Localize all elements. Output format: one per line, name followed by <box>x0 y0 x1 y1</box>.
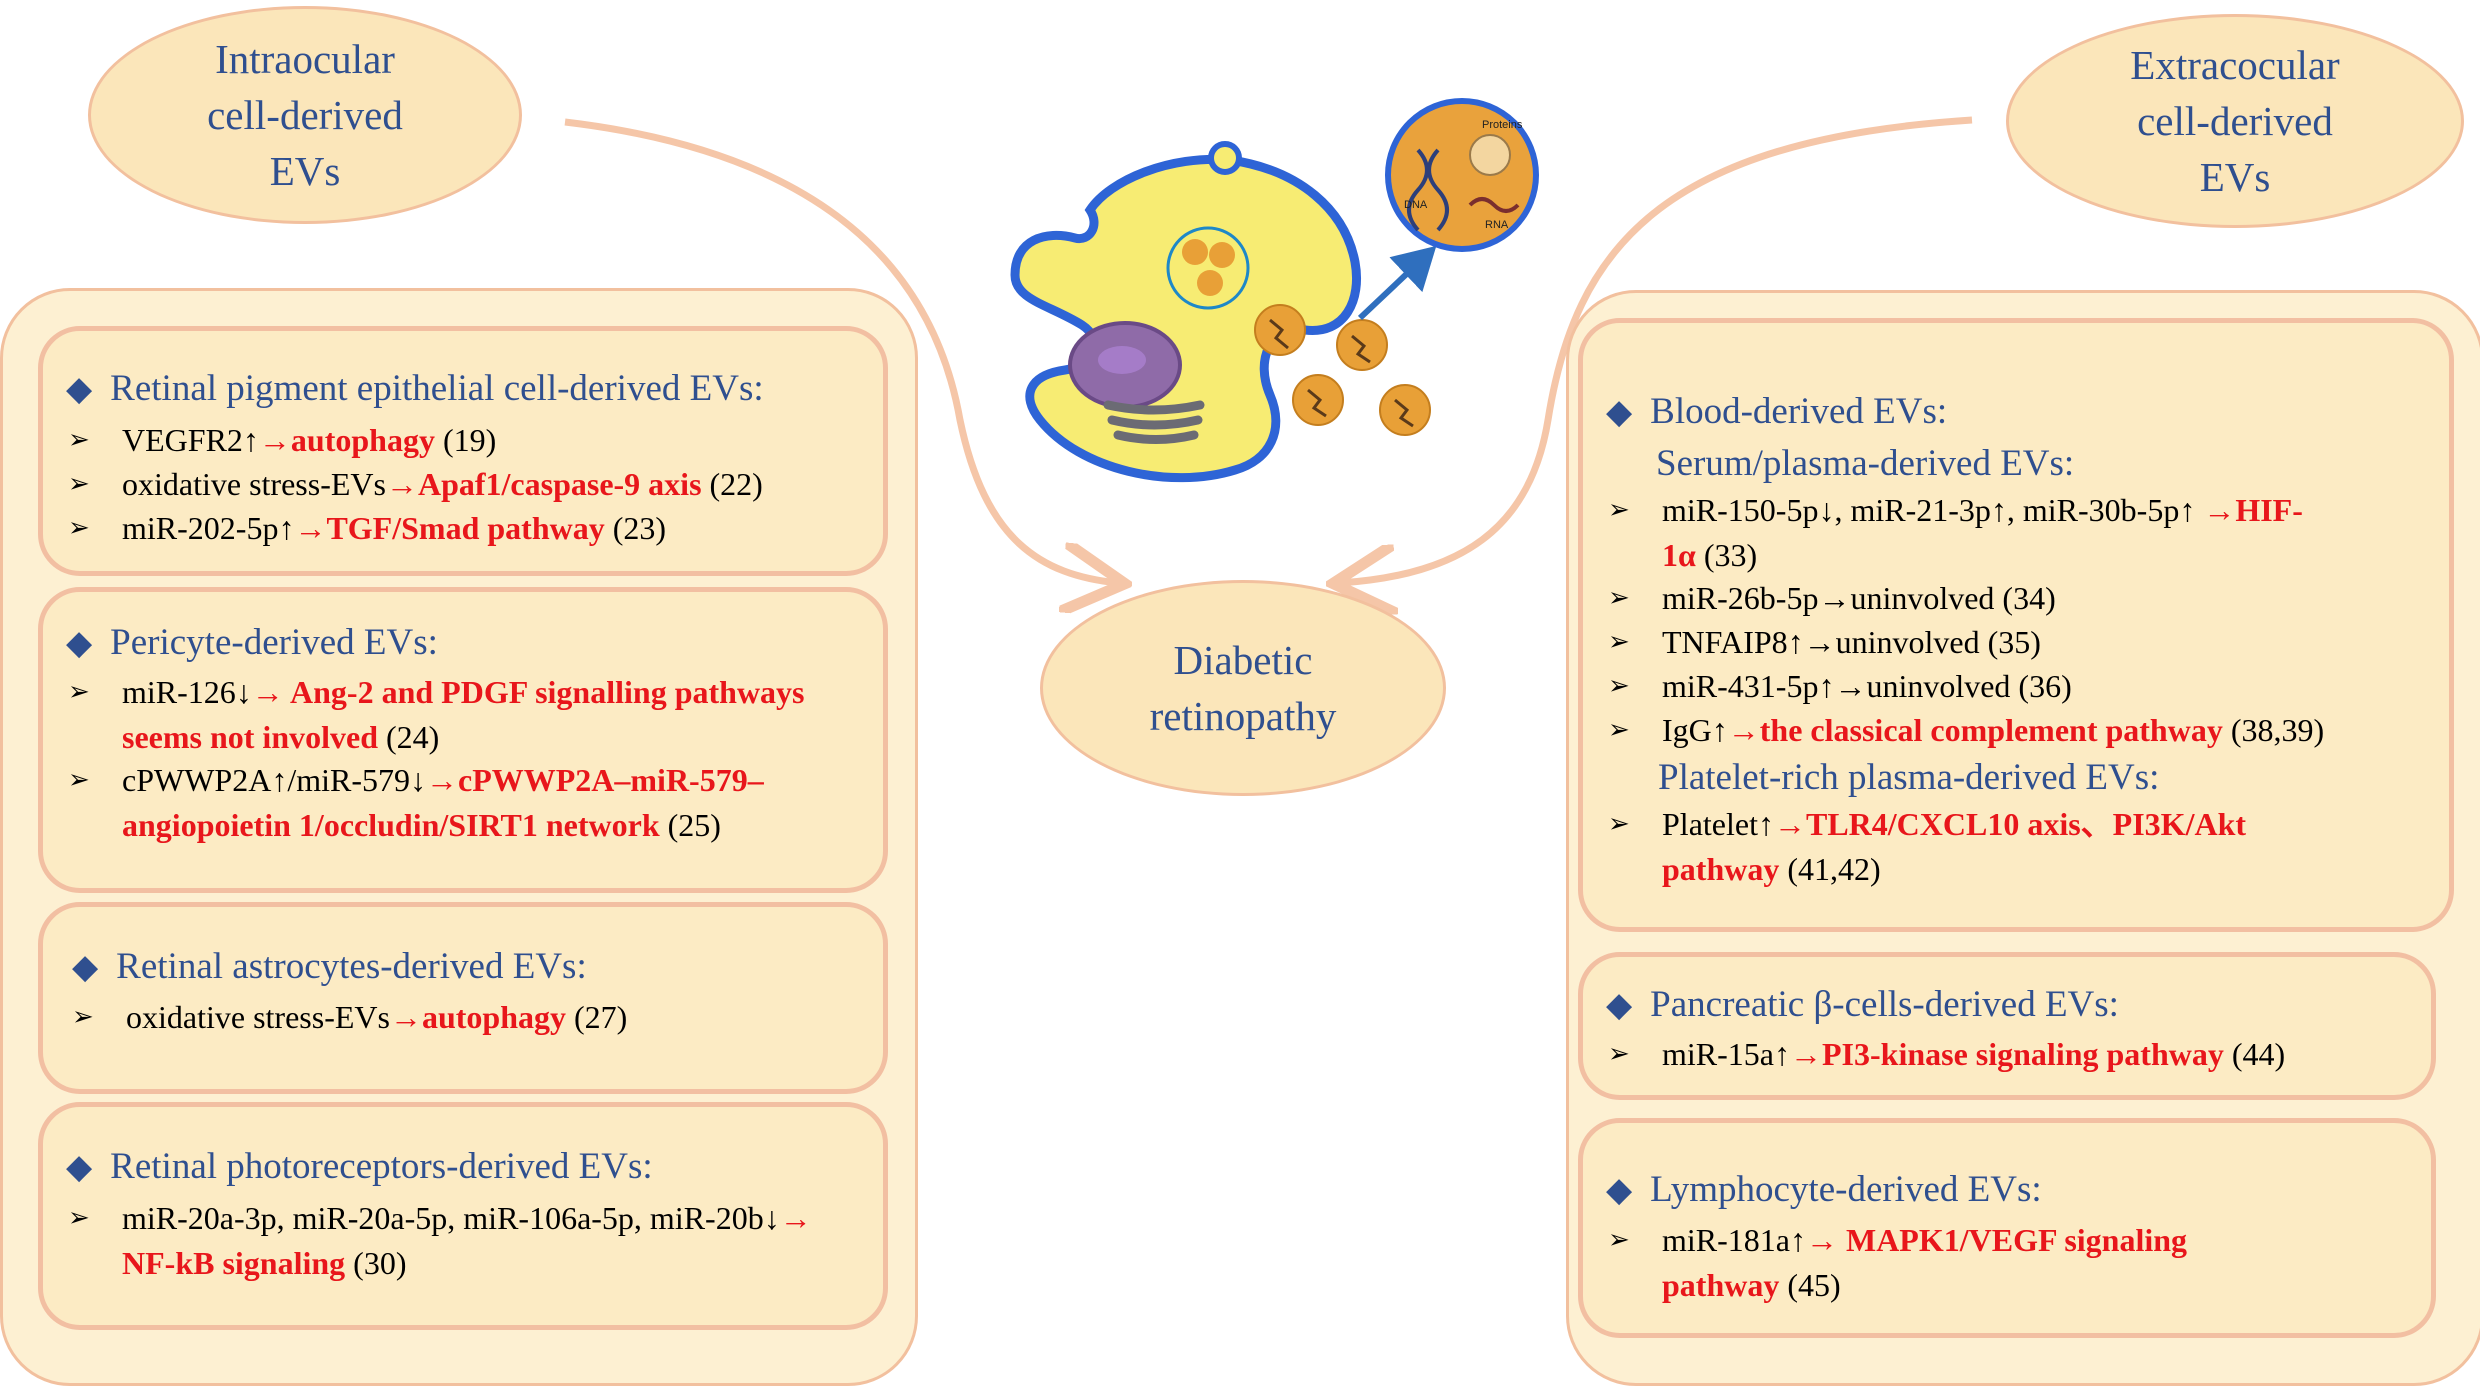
astrocyte-ev-box <box>38 902 888 1094</box>
arrowhead-bullet-icon: ➢ <box>68 513 90 543</box>
arrowhead-bullet-icon: ➢ <box>68 677 90 707</box>
photoreceptor-ev-heading: ◆Retinal photoreceptors-derived EVs: <box>66 1146 653 1187</box>
cell-bud <box>1208 141 1242 175</box>
diamond-bullet-icon: ◆ <box>72 949 99 986</box>
rna-strand-icon <box>1468 197 1520 213</box>
platelet-rich-plasma-subheading: Platelet-rich plasma-derived EVs: <box>1658 757 2160 798</box>
arrowhead-bullet-icon: ➢ <box>1608 671 1630 701</box>
arrowhead-bullet-icon: ➢ <box>1608 627 1630 657</box>
diamond-bullet-icon: ◆ <box>66 1149 93 1186</box>
list-item: ➢oxidative stress-EVs→Apaf1/caspase-9 ax… <box>68 462 763 507</box>
cargo-label-rna: RNA <box>1485 219 1509 231</box>
arrowhead-bullet-icon: ➢ <box>1608 715 1630 745</box>
diamond-bullet-icon: ◆ <box>1606 987 1633 1024</box>
list-item: ➢cPWWP2A↑/miR-579↓→cPWWP2A–miR-579–angio… <box>68 758 882 848</box>
arrowhead-bullet-icon: ➢ <box>68 765 90 795</box>
intraluminal-vesicle <box>1209 242 1235 268</box>
extraocular-title-ellipse: Extracocular cell-derived EVs <box>2006 14 2464 228</box>
blood-ev-box <box>1578 318 2454 932</box>
intraluminal-vesicle <box>1197 270 1223 296</box>
cell-body <box>1010 154 1361 483</box>
arrowhead-bullet-icon: ➢ <box>68 469 90 499</box>
golgi-apparatus <box>1103 400 1205 444</box>
list-item: ➢miR-181a↑→ MAPK1/VEGF signaling pathway… <box>1608 1218 2302 1308</box>
arrowhead-bullet-icon: ➢ <box>72 1002 94 1032</box>
arrowhead-bullet-icon: ➢ <box>1608 1039 1630 1069</box>
list-item: ➢IgG↑→the classical complement pathway (… <box>1608 708 2324 753</box>
cell-illustration <box>1010 98 1539 483</box>
list-item: ➢oxidative stress-EVs→autophagy (27) <box>72 995 627 1040</box>
vesicle-dna-squiggle <box>1269 318 1414 428</box>
diabetic-retinopathy-title: Diabetic retinopathy <box>1149 636 1337 739</box>
list-item: ➢miR-150-5p↓, miR-21-3p↑, miR-30b-5p↑ →H… <box>1608 488 2322 578</box>
arrowhead-bullet-icon: ➢ <box>1608 809 1630 839</box>
pancreatic-ev-heading: ◆Pancreatic β-cells-derived EVs: <box>1606 984 2119 1025</box>
arrowhead-bullet-icon: ➢ <box>68 1203 90 1233</box>
arrowhead-bullet-icon: ➢ <box>1608 1225 1630 1255</box>
list-item: ➢miR-26b-5p→uninvolved (34) <box>1608 576 2056 621</box>
blood-ev-heading: ◆Blood-derived EVs: <box>1606 391 1948 432</box>
list-item: ➢miR-20a-3p, miR-20a-5p, miR-106a-5p, mi… <box>68 1196 822 1286</box>
list-item: ➢miR-431-5p↑→uninvolved (36) <box>1608 664 2072 709</box>
lymphocyte-ev-box <box>1578 1118 2436 1338</box>
diamond-bullet-icon: ◆ <box>1606 1172 1633 1209</box>
lymphocyte-ev-heading: ◆Lymphocyte-derived EVs: <box>1606 1169 2042 1210</box>
arrowhead-bullet-icon: ➢ <box>68 425 90 455</box>
diabetic-retinopathy-ellipse: Diabetic retinopathy <box>1040 580 1446 796</box>
list-item: ➢TNFAIP8↑→uninvolved (35) <box>1608 620 2041 665</box>
right-connector-arrow <box>1340 116 1973 583</box>
diamond-bullet-icon: ◆ <box>1606 394 1633 431</box>
list-item: ➢miR-202-5p↑→TGF/Smad pathway (23) <box>68 506 666 551</box>
intraocular-title-ellipse: Intraocular cell-derived EVs <box>88 6 522 224</box>
list-item: ➢miR-15a↑→PI3-kinase signaling pathway (… <box>1608 1032 2285 1077</box>
intraluminal-vesicle <box>1182 239 1208 265</box>
left-connector-arrow <box>564 118 1118 583</box>
astrocyte-ev-heading: ◆Retinal astrocytes-derived EVs: <box>72 946 587 987</box>
release-arrow <box>1357 245 1437 321</box>
dna-helix-icon <box>1407 148 1449 232</box>
rpe-ev-heading: ◆Retinal pigment epithelial cell-derived… <box>66 368 764 409</box>
photoreceptor-ev-box <box>38 1102 888 1330</box>
cargo-label-dna: DNA <box>1404 199 1428 211</box>
rpe-ev-box <box>38 326 888 576</box>
pericyte-ev-box <box>38 587 888 893</box>
intraocular-title: Intraocular cell-derived EVs <box>207 35 403 195</box>
list-item: ➢VEGFR2↑→autophagy (19) <box>68 418 496 463</box>
extraocular-title: Extracocular cell-derived EVs <box>2130 41 2340 201</box>
pancreatic-ev-box <box>1578 952 2436 1100</box>
diamond-bullet-icon: ◆ <box>66 625 93 662</box>
arrowhead-bullet-icon: ➢ <box>1608 495 1630 525</box>
cargo-label-proteins: Proteins <box>1482 119 1523 131</box>
nucleolus <box>1098 346 1146 374</box>
list-item: ➢miR-126↓→ Ang-2 and PDGF signalling pat… <box>68 670 822 760</box>
multivesicular-body <box>1166 226 1250 310</box>
pericyte-ev-heading: ◆Pericyte-derived EVs: <box>66 622 438 663</box>
proteins-icon <box>1469 134 1511 176</box>
serum-plasma-ev-subheading: Serum/plasma-derived EVs: <box>1656 443 2075 484</box>
list-item: ➢Platelet↑→TLR4/CXCL10 axis、PI3K/Akt pat… <box>1608 802 2362 892</box>
diamond-bullet-icon: ◆ <box>66 371 93 408</box>
arrowhead-bullet-icon: ➢ <box>1608 583 1630 613</box>
